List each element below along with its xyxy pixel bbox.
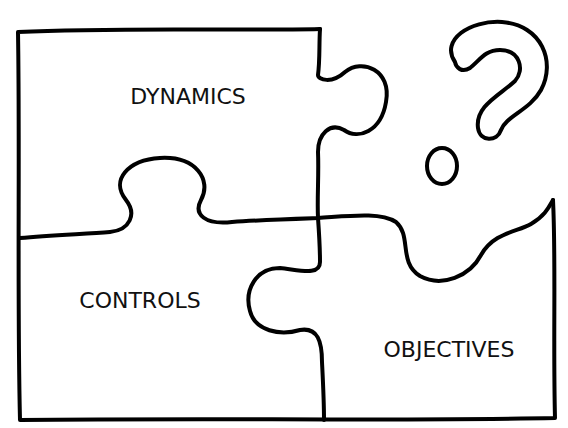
puzzle-edge xyxy=(248,218,324,420)
piece-label: DYNAMICS xyxy=(130,84,245,110)
puzzle-piece: CONTROLS xyxy=(73,282,207,321)
puzzle-piece: OBJECTIVES xyxy=(377,331,521,370)
piece-label: CONTROLS xyxy=(79,288,200,314)
question-mark xyxy=(451,22,547,139)
question-dot xyxy=(427,148,457,184)
puzzle-edge xyxy=(318,29,387,218)
puzzle-edge xyxy=(20,158,553,281)
puzzle-piece: DYNAMICS xyxy=(124,78,252,117)
puzzle-frame xyxy=(18,29,555,420)
piece-label: OBJECTIVES xyxy=(383,337,514,363)
